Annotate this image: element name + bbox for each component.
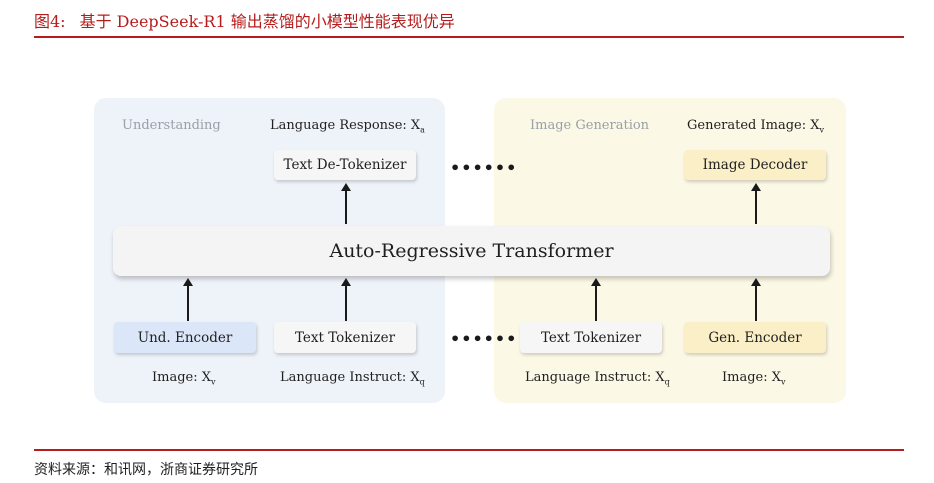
source-rule <box>34 449 904 451</box>
ellipsis-bottom: •••••• <box>450 329 518 348</box>
image-input-left-label: Image: Xv <box>152 370 216 387</box>
image-input-left-sub: v <box>211 377 216 387</box>
und-encoder-box: Und. Encoder <box>114 322 256 353</box>
generated-image-sub: v <box>819 125 825 135</box>
language-instruct-left-text: Language Instruct: X <box>280 370 420 385</box>
ellipsis-top: •••••• <box>450 158 518 177</box>
image-generation-label: Image Generation <box>530 118 650 133</box>
image-input-right-sub: v <box>781 377 786 387</box>
gen-encoder-box: Gen. Encoder <box>684 322 826 353</box>
image-input-right-label: Image: Xv <box>722 370 786 387</box>
title-rule <box>34 36 904 38</box>
image-input-left-text: Image: X <box>152 370 211 385</box>
figure-number: 图4: <box>34 12 66 31</box>
language-instruct-right-text: Language Instruct: X <box>525 370 665 385</box>
language-response-label: Language Response: Xa <box>270 118 425 135</box>
text-tokenizer-left-box: Text Tokenizer <box>274 322 416 353</box>
image-input-right-text: Image: X <box>722 370 781 385</box>
language-response-text: Language Response: X <box>270 118 421 133</box>
figure-caption: 基于 DeepSeek-R1 输出蒸馏的小模型性能表现优异 <box>79 12 455 31</box>
language-instruct-left-label: Language Instruct: Xq <box>280 370 425 387</box>
arrow-from-text-tokenizer-right <box>591 278 601 321</box>
generated-image-label: Generated Image: Xv <box>687 118 824 135</box>
arrow-from-text-tokenizer-left <box>341 278 351 321</box>
arrow-from-und-encoder <box>183 278 193 321</box>
image-decoder-box: Image Decoder <box>684 150 826 180</box>
source-note: 资料来源：和讯网，浙商证券研究所 <box>34 462 258 478</box>
arrow-from-gen-encoder <box>751 278 761 321</box>
language-instruct-left-sub: q <box>419 377 425 387</box>
arrow-to-image-decoder <box>751 183 761 224</box>
text-tokenizer-right-box: Text Tokenizer <box>520 322 662 353</box>
generated-image-text: Generated Image: X <box>687 118 820 133</box>
figure-title: 图4: 基于 DeepSeek-R1 输出蒸馏的小模型性能表现优异 <box>34 8 455 32</box>
language-instruct-right-label: Language Instruct: Xq <box>525 370 670 387</box>
arrow-to-detokenizer <box>341 183 351 224</box>
text-detokenizer-box: Text De-Tokenizer <box>274 150 416 180</box>
understanding-label: Understanding <box>122 118 221 133</box>
language-instruct-right-sub: q <box>664 377 670 387</box>
auto-regressive-transformer: Auto-Regressive Transformer <box>113 226 830 276</box>
language-response-sub: a <box>420 125 425 135</box>
